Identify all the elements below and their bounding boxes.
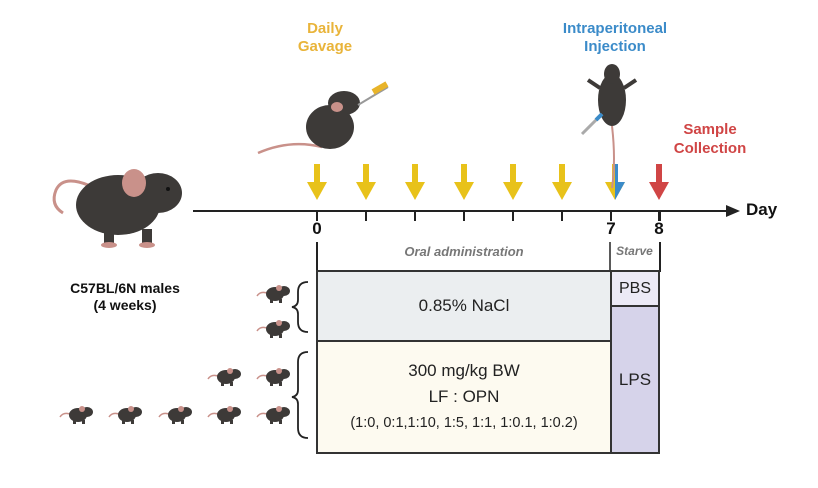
gavage-arrow-day-4 bbox=[503, 164, 523, 200]
gavage-arrow-day-0 bbox=[307, 164, 327, 200]
mouse-icon bbox=[256, 368, 290, 386]
lf-opn-treatment-box: 300 mg/kg BW LF : OPN (1:0, 0:1,1:10, 1:… bbox=[316, 340, 612, 454]
intraperitoneal-injection-label: Intraperitoneal Injection bbox=[562, 20, 668, 55]
pbs-label: PBS bbox=[618, 279, 651, 297]
gavage-arrow-day-3 bbox=[454, 164, 474, 200]
treatment-brace bbox=[291, 351, 309, 439]
pbs-challenge-box: PBS bbox=[610, 270, 660, 307]
nacl-label: 0.85% NaCl bbox=[418, 296, 510, 315]
mouse-icon bbox=[207, 368, 241, 386]
day-axis-label: Day bbox=[746, 200, 778, 219]
sample-collection-arrow-day-8 bbox=[649, 164, 669, 200]
gavage-arrow-day-5 bbox=[552, 164, 572, 200]
lps-label: LPS bbox=[618, 369, 652, 389]
mouse-strain-label: C57BL/6N males (4 weeks) bbox=[70, 280, 180, 313]
mouse-icon bbox=[108, 406, 142, 424]
ratio-values-label: (1:0, 0:1,1:10, 1:5, 1:1, 1:0.1, 1:0.2) bbox=[350, 415, 578, 431]
daily-gavage-label: Daily Gavage bbox=[297, 20, 353, 55]
mouse-icon bbox=[207, 406, 241, 424]
tick-label-day-7: 7 bbox=[606, 219, 616, 238]
mouse-icon bbox=[59, 406, 93, 424]
ratio-title-label: LF : OPN bbox=[428, 387, 500, 406]
mouse-illustration-large bbox=[52, 169, 182, 248]
mouse-injection-illustration bbox=[580, 64, 638, 189]
starve-label: Starve bbox=[616, 244, 653, 258]
mouse-icon bbox=[256, 320, 290, 338]
dose-label: 300 mg/kg BW bbox=[408, 361, 520, 380]
gavage-arrow-day-2 bbox=[405, 164, 425, 200]
gavage-injection-arrow-day-7 bbox=[605, 164, 625, 200]
tick-label-day-8: 8 bbox=[654, 219, 664, 238]
control-treatment-box: 0.85% NaCl bbox=[316, 270, 612, 342]
mouse-gavage-illustration bbox=[257, 81, 389, 155]
oral-administration-label: Oral administration bbox=[404, 244, 524, 259]
lps-challenge-box: LPS bbox=[610, 305, 660, 454]
timeline-arrowhead bbox=[726, 205, 740, 217]
tick-label-day-0: 0 bbox=[312, 219, 322, 238]
mouse-icon bbox=[158, 406, 192, 424]
control-brace bbox=[291, 281, 309, 333]
mouse-icon bbox=[256, 285, 290, 303]
gavage-arrow-day-1 bbox=[356, 164, 376, 200]
sample-collection-label: Sample Collection bbox=[673, 121, 747, 157]
mouse-icon bbox=[256, 406, 290, 424]
